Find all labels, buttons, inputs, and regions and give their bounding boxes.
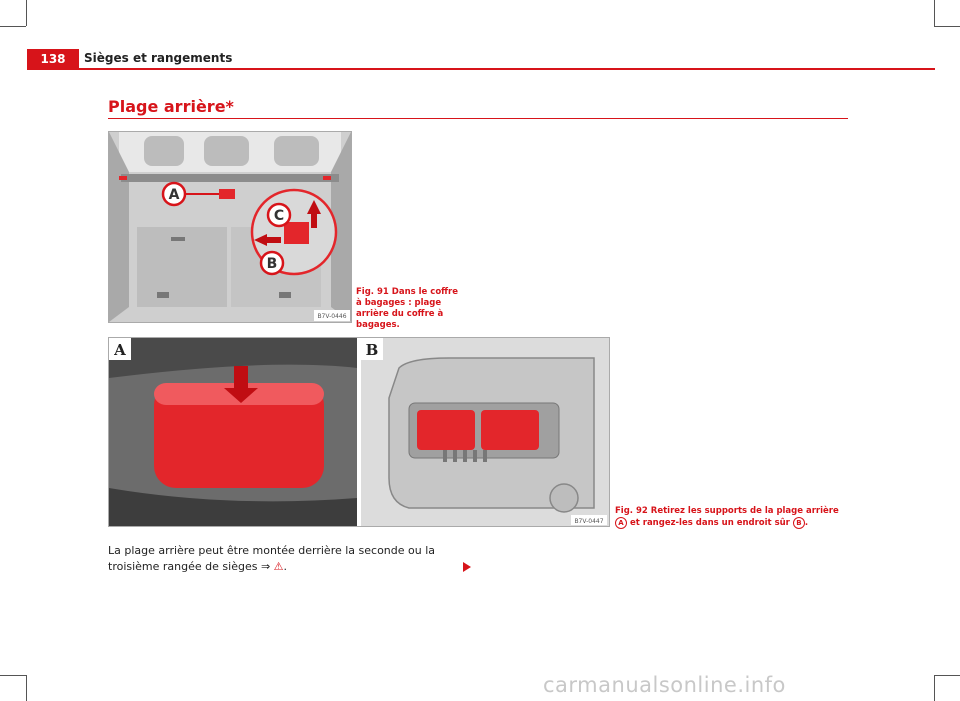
page-number: 138	[27, 49, 79, 69]
section-rule	[108, 118, 848, 119]
panel-a-label: A	[113, 341, 126, 359]
callout-a: A	[169, 187, 180, 203]
caption-text: Fig. 92 Retirez les supports de la plage…	[615, 506, 839, 516]
crop-mark	[0, 675, 26, 676]
paragraph-end: .	[283, 560, 288, 573]
crop-mark	[934, 26, 960, 27]
watermark: carmanualsonline.info	[543, 673, 786, 697]
paragraph-text: La plage arrière peut être montée derriè…	[108, 544, 436, 573]
callout-b: B	[267, 256, 278, 272]
caption-text: Fig. 91 Dans le coffre à bagages : plage…	[356, 287, 458, 330]
panel-b-label: B	[366, 341, 379, 359]
figure-92-image: A B B7V-0447	[108, 337, 610, 527]
figure-91-caption: Fig. 91 Dans le coffre à bagages : plage…	[356, 287, 466, 331]
section-title: Plage arrière*	[108, 97, 234, 116]
caption-text: .	[804, 518, 809, 528]
ref-b-badge: B	[792, 517, 805, 529]
crop-mark	[934, 0, 935, 26]
ref-a-badge: A	[615, 517, 627, 529]
figure-code: B7V-0446	[317, 313, 346, 320]
continue-arrow-icon	[463, 562, 471, 572]
crop-mark	[26, 675, 27, 701]
crop-mark	[0, 26, 26, 27]
crop-mark	[934, 675, 935, 701]
figure-code: B7V-0447	[574, 518, 603, 525]
warning-icon[interactable]: ⚠	[273, 560, 284, 573]
crop-mark	[934, 675, 960, 676]
body-paragraph: La plage arrière peut être montée derriè…	[108, 543, 468, 575]
figure-92-caption: Fig. 92 Retirez les supports de la plage…	[615, 506, 850, 529]
chapter-title: Sièges et rangements	[84, 51, 233, 65]
caption-text: et rangez-les dans un endroit sûr	[629, 518, 790, 528]
crop-mark	[26, 0, 27, 26]
callout-c: C	[274, 208, 284, 224]
header-rule	[27, 68, 935, 70]
figure-91-image: A C B B7V-0446	[108, 131, 352, 323]
